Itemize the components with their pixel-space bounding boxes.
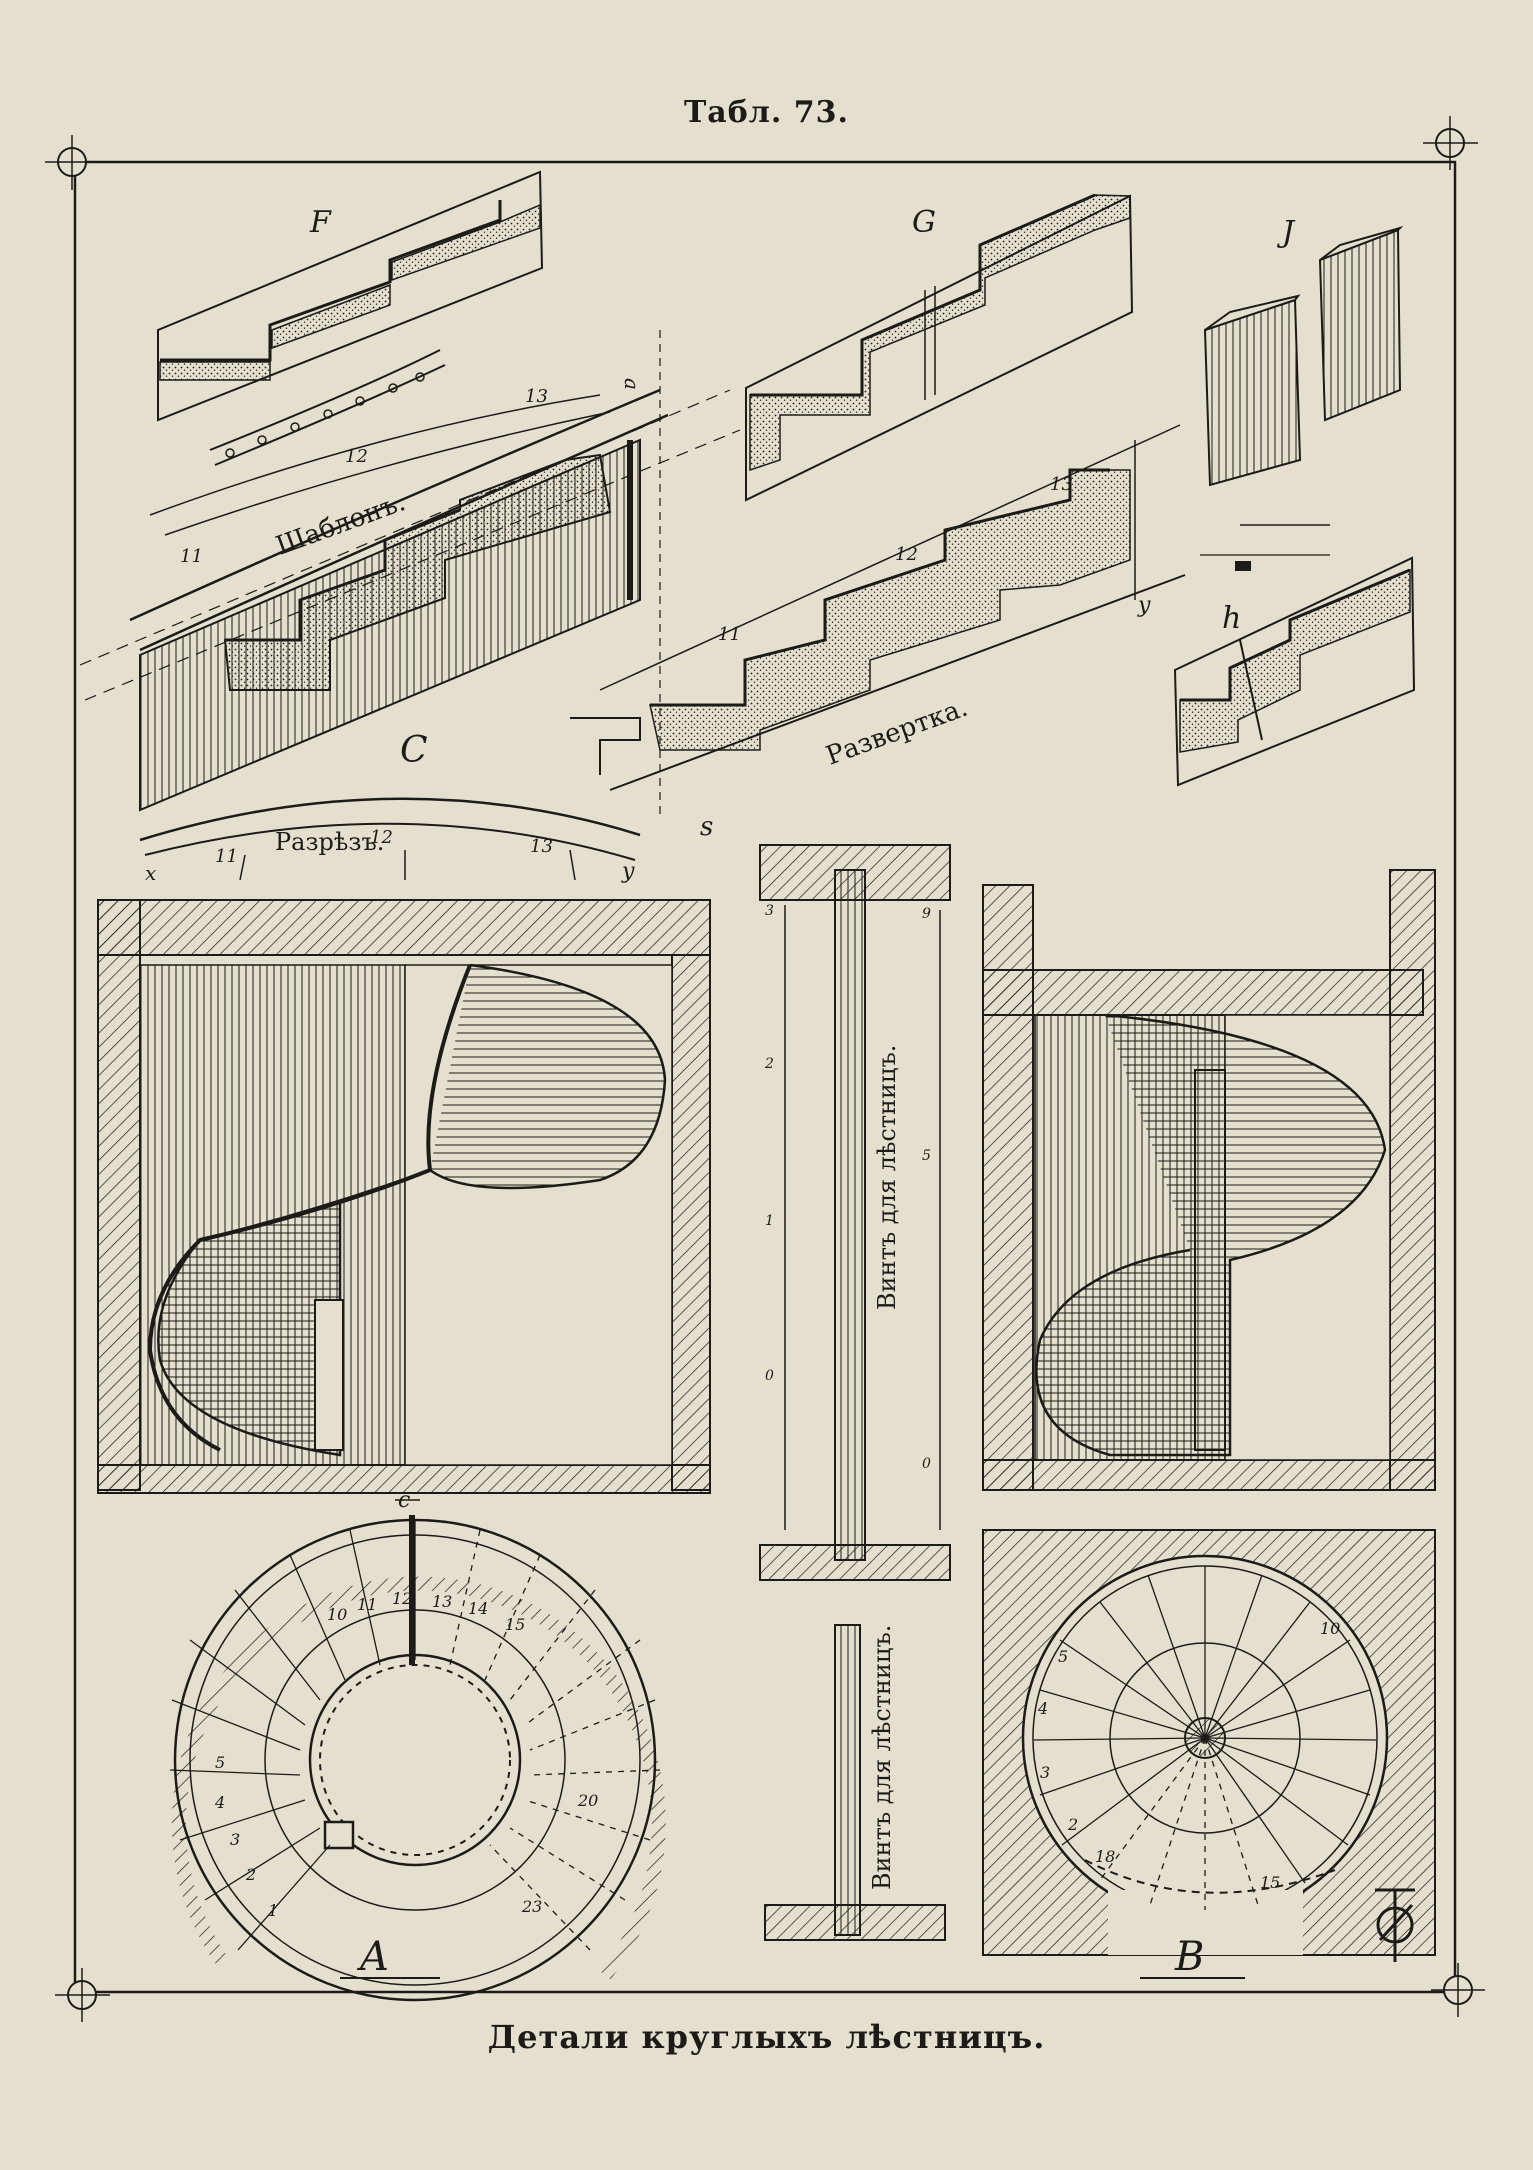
section-step-11b: 11	[215, 846, 238, 867]
plan-a-step-11: 11	[357, 1595, 377, 1614]
plate-caption: Детали круглыхъ лѣстницъ.	[487, 2018, 1046, 2056]
plan-a-step-12: 12	[392, 1589, 412, 1608]
development-view: 11 12 13 y Развертка.	[570, 424, 1186, 791]
screw-column-short: Винтъ для лѣстницъ.	[764, 1624, 946, 1941]
label-a-plan: A	[356, 1934, 389, 1980]
scale-1: 1	[765, 1213, 774, 1229]
plan-b-step-15: 15	[1260, 1873, 1280, 1892]
label-j: J	[1276, 215, 1296, 250]
section-step-11: 11	[180, 546, 203, 567]
plan-b-step-5: 5	[1058, 1647, 1068, 1666]
plan-a-step-3: 3	[230, 1830, 240, 1849]
stairwell-a-plan: 10 11 12 13 14 15 5 4 3 2 1 20 23 c A	[169, 1488, 666, 2002]
plan-a-step-13: 13	[432, 1592, 452, 1611]
scale-t0: 0	[922, 1456, 931, 1472]
label-g: G	[912, 205, 936, 240]
plan-a-step-20: 20	[577, 1791, 598, 1810]
plan-a-step-2: 2	[245, 1865, 256, 1884]
scale-2: 2	[764, 1056, 774, 1072]
dev-step-11: 11	[718, 624, 741, 645]
detail-g: G	[745, 193, 1134, 502]
detail-c-section: 11 12 13 11 12 13 Шаблонъ. Разрѣзъ. C x …	[79, 330, 741, 885]
label-a: a	[620, 378, 644, 390]
plan-a-step-5: 5	[215, 1753, 225, 1772]
label-y-section: y	[621, 859, 635, 884]
label-b-plan: B	[1174, 1934, 1204, 1980]
plan-b-step-3: 3	[1040, 1763, 1050, 1782]
label-vint-short: Винтъ для лѣстницъ.	[868, 1625, 896, 1890]
label-x: x	[145, 861, 156, 885]
dev-step-13: 13	[1050, 474, 1073, 495]
plan-a-step-23: 23	[521, 1897, 542, 1916]
label-vint-tall: Винтъ для лѣстницъ.	[873, 1045, 901, 1310]
stairwell-b-plan: 10 5 4 3 2 18 15 B	[982, 1529, 1436, 1980]
stairwell-a-elevation	[97, 899, 711, 1494]
dev-step-12: 12	[895, 544, 918, 565]
plan-b-step-18: 18	[1095, 1847, 1115, 1866]
scale-t5: 5	[922, 1148, 931, 1164]
label-s: s	[700, 812, 713, 842]
scale-3: 3	[765, 903, 774, 919]
section-step-13: 13	[525, 386, 548, 407]
screw-column-tall: 0 1 2 3 0 5 9 Винтъ для лѣстницъ.	[759, 844, 951, 1581]
plan-a-step-15: 15	[505, 1615, 525, 1634]
plan-a-step-14: 14	[468, 1599, 488, 1618]
section-step-12b: 12	[370, 827, 393, 848]
label-razvertka: Развертка.	[822, 693, 972, 772]
plan-a-step-10: 10	[327, 1605, 347, 1624]
plan-b-step-4: 4	[1037, 1699, 1048, 1718]
monogram-seal	[1375, 1888, 1415, 1962]
plate-frame	[45, 116, 1485, 2022]
stairwell-b-elevation	[982, 869, 1436, 1491]
plan-a-step-4: 4	[214, 1793, 225, 1812]
page-title: Табл. 73.	[683, 95, 849, 130]
section-step-13b: 13	[530, 836, 553, 857]
plan-b-step-10: 10	[1320, 1619, 1340, 1638]
label-c: C	[400, 730, 428, 771]
plan-a-label-c: c	[398, 1488, 410, 1513]
detail-f: F	[157, 170, 544, 466]
plan-b-step-2: 2	[1067, 1815, 1078, 1834]
label-h: h	[1222, 601, 1241, 636]
label-y-dev: y	[1137, 593, 1151, 618]
detail-j: J	[1200, 215, 1404, 571]
section-step-12: 12	[345, 446, 368, 467]
scale-0: 0	[765, 1368, 774, 1384]
label-razrez: Разрѣзъ.	[275, 828, 384, 856]
label-f: F	[309, 205, 332, 240]
scale-t9: 9	[922, 906, 931, 922]
detail-h: h	[1173, 556, 1416, 787]
plan-a-step-1: 1	[268, 1901, 278, 1920]
